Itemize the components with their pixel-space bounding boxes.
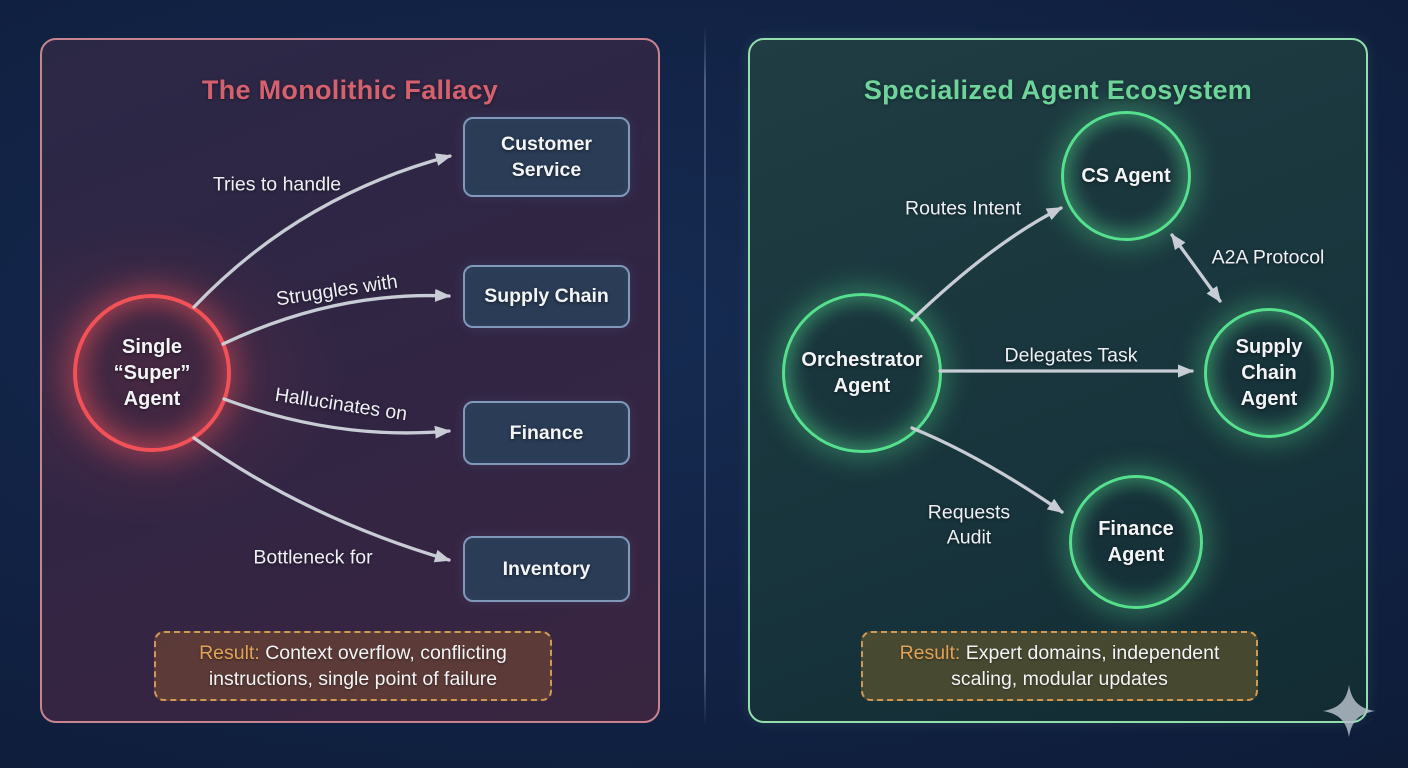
dept-box-label: Finance <box>509 421 584 444</box>
ecosystem-panel-title: Specialized Agent Ecosystem <box>863 75 1253 106</box>
result-body: Expert domains, independent scaling, mod… <box>951 641 1220 690</box>
edge-label-bottleneck-for: Bottleneck for <box>253 546 373 569</box>
edge-label-hallucinates-on: Hallucinates on <box>273 383 409 426</box>
result-text: Result: Context overflow, conflicting in… <box>170 640 536 692</box>
edge-label-requests-audit: Requests Audit <box>927 501 1011 549</box>
edge-label-routes-intent: Routes Intent <box>905 197 1021 220</box>
ecosystem-panel: Specialized Agent Ecosystem Orchestrator… <box>748 38 1368 723</box>
result-prefix: Result: <box>899 641 961 664</box>
supply-chain-agent-node: Supply Chain Agent <box>1204 308 1334 438</box>
finance-agent-node: Finance Agent <box>1069 475 1203 609</box>
edge-label-tries-to-handle: Tries to handle <box>212 173 342 196</box>
super-agent-node: Single “Super” Agent <box>73 294 231 452</box>
result-body: Context overflow, conflicting instructio… <box>208 641 507 690</box>
dept-box-label: Customer Service <box>500 132 593 181</box>
monolithic-result-box: Result: Context overflow, conflicting in… <box>154 631 552 701</box>
dept-box-label: Supply Chain <box>484 285 609 308</box>
dept-box-label: Inventory <box>502 557 591 580</box>
edge-label-struggles-with: Struggles with <box>274 270 400 311</box>
panel-divider <box>704 26 706 726</box>
ecosystem-result-box: Result: Expert domains, independent scal… <box>861 631 1258 701</box>
orchestrator-agent-node: Orchestrator Agent <box>782 293 942 453</box>
cs-agent-node: CS Agent <box>1061 111 1191 241</box>
super-agent-label: Single “Super” Agent <box>113 336 191 410</box>
sparkle-icon <box>1322 684 1376 738</box>
dept-box-customer-service: Customer Service <box>463 117 630 197</box>
result-prefix: Result: <box>199 641 260 664</box>
dept-box-finance: Finance <box>463 401 630 465</box>
monolithic-panel-title: The Monolithic Fallacy <box>201 75 499 106</box>
monolithic-panel: The Monolithic Fallacy Single “Super” Ag… <box>40 38 660 723</box>
dept-box-inventory: Inventory <box>463 536 630 602</box>
result-text: Result: Expert domains, independent scal… <box>877 640 1242 692</box>
orchestrator-agent-label: Orchestrator Agent <box>801 349 923 397</box>
dept-box-supply-chain: Supply Chain <box>463 265 630 328</box>
cs-agent-label: CS Agent <box>1081 165 1171 187</box>
edge-label-delegates-task: Delegates Task <box>1004 344 1138 367</box>
finance-agent-label: Finance Agent <box>1098 518 1174 566</box>
edge-label-a2a-protocol: A2A Protocol <box>1211 246 1325 269</box>
supply-chain-agent-label: Supply Chain Agent <box>1235 336 1303 410</box>
